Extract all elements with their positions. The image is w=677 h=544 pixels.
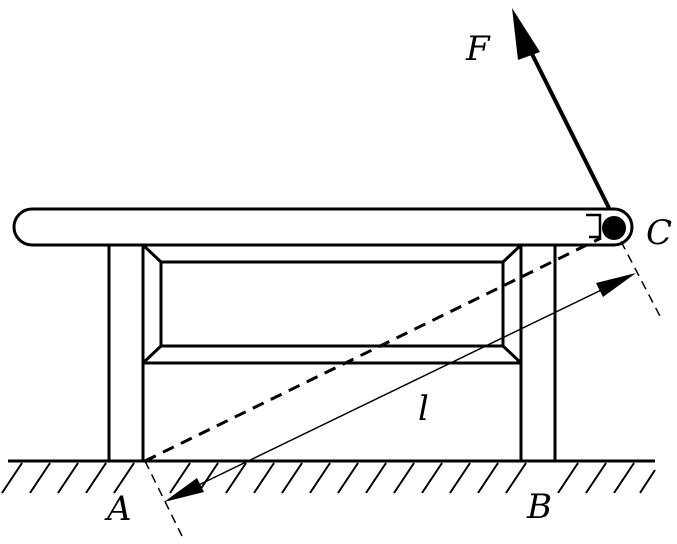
label-point-c: C — [646, 213, 672, 253]
table-legs — [107, 243, 557, 463]
drawer-inner — [159, 260, 505, 348]
table-top — [12, 207, 634, 247]
leg-left — [107, 243, 145, 463]
label-point-b: B — [526, 487, 552, 527]
label-point-a: A — [104, 489, 132, 529]
force-arrow — [512, 8, 611, 209]
leg-right — [519, 243, 557, 463]
table-drawer — [141, 243, 523, 365]
label-force: F — [465, 29, 491, 69]
right-angle-marker — [586, 213, 602, 239]
ground-hatching — [1, 462, 656, 494]
ground — [1, 459, 656, 494]
length-dimension-arrow — [164, 273, 636, 502]
extension-lines — [144, 227, 663, 537]
dashed-line-ac — [144, 236, 602, 463]
label-length: l — [418, 389, 429, 429]
